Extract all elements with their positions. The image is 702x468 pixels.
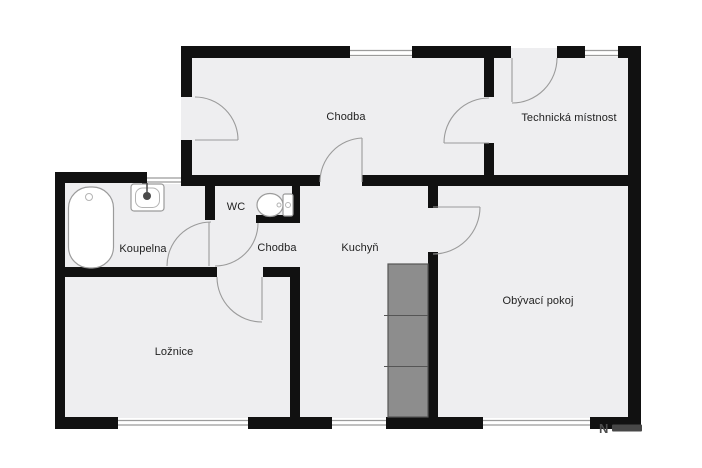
watermark: N — [599, 421, 642, 436]
wall-bottom-2 — [248, 417, 332, 429]
wall-top-3 — [557, 46, 585, 58]
room-label-koupelna: Koupelna — [119, 243, 167, 255]
wall-bottom-3 — [386, 417, 483, 429]
door-entrance-left — [194, 96, 239, 141]
room-label-wc: WC — [226, 201, 246, 213]
window-top-technicka — [585, 47, 618, 57]
wall-divider-koupelna-wc — [205, 175, 215, 220]
wall-kuchyn-obyvaci-stub — [428, 186, 438, 208]
room-label-chodba-lower: Chodba — [257, 242, 297, 254]
wall-upper-left-1 — [181, 46, 192, 97]
watermark-letter: N — [599, 421, 608, 436]
bathtub — [67, 186, 115, 269]
wall-divider-tech-2 — [484, 143, 494, 176]
room-label-obyvaci-pokoj: Obývací pokoj — [502, 295, 574, 307]
wall-loznice-kuchyn — [290, 267, 300, 417]
room-label-chodba-top: Chodba — [326, 111, 366, 123]
wall-divider-tech-1 — [484, 58, 494, 97]
floor-upper-block — [192, 56, 628, 178]
floor-areas — [65, 48, 628, 420]
wall-loznice-top-1 — [55, 267, 217, 277]
window-kuchyn — [332, 418, 386, 427]
wall-loznice-top-2 — [263, 267, 300, 277]
room-label-technicka-mistnost: Technická místnost — [521, 112, 617, 124]
window-loznice — [118, 418, 248, 427]
room-label-kuchyn: Kuchyň — [341, 242, 379, 254]
wall-left — [55, 172, 65, 429]
doors — [166, 57, 558, 323]
door-wc — [214, 222, 259, 267]
floor-lower-block — [65, 178, 628, 420]
window-koupelna — [147, 175, 181, 184]
wall-top-2 — [412, 46, 511, 58]
door-chodba-technicka — [443, 97, 490, 144]
watermark-blur-block — [612, 424, 642, 432]
window-top-chodba — [350, 47, 412, 57]
wall-kuchyn-obyvaci — [428, 252, 438, 417]
door-chodba-kuchyn — [319, 137, 363, 183]
wall-waist-2 — [362, 175, 628, 186]
toilet — [256, 192, 294, 218]
kitchen-counter — [384, 263, 429, 418]
room-label-loznice: Ložnice — [154, 346, 194, 358]
walls — [55, 46, 641, 429]
floor-top-door-opening — [511, 48, 557, 60]
windows — [118, 47, 618, 427]
floor-left-door-opening — [181, 97, 192, 142]
wall-wc-bottom — [256, 215, 300, 223]
wall-bath-top — [55, 172, 147, 183]
wall-waist-1 — [181, 175, 320, 186]
wall-upper-left-2 — [181, 140, 192, 183]
wall-top-1 — [181, 46, 350, 58]
door-entrance-top — [511, 57, 558, 104]
door-koupelna — [166, 221, 212, 267]
wall-wc-right — [292, 183, 300, 223]
door-kuchyn-obyvaci — [432, 206, 481, 255]
fixtures — [67, 183, 429, 418]
wall-right — [628, 46, 641, 428]
window-obyvaci — [483, 418, 590, 427]
wall-bottom-1 — [55, 417, 118, 429]
sink — [130, 183, 165, 212]
door-loznice — [216, 276, 263, 323]
